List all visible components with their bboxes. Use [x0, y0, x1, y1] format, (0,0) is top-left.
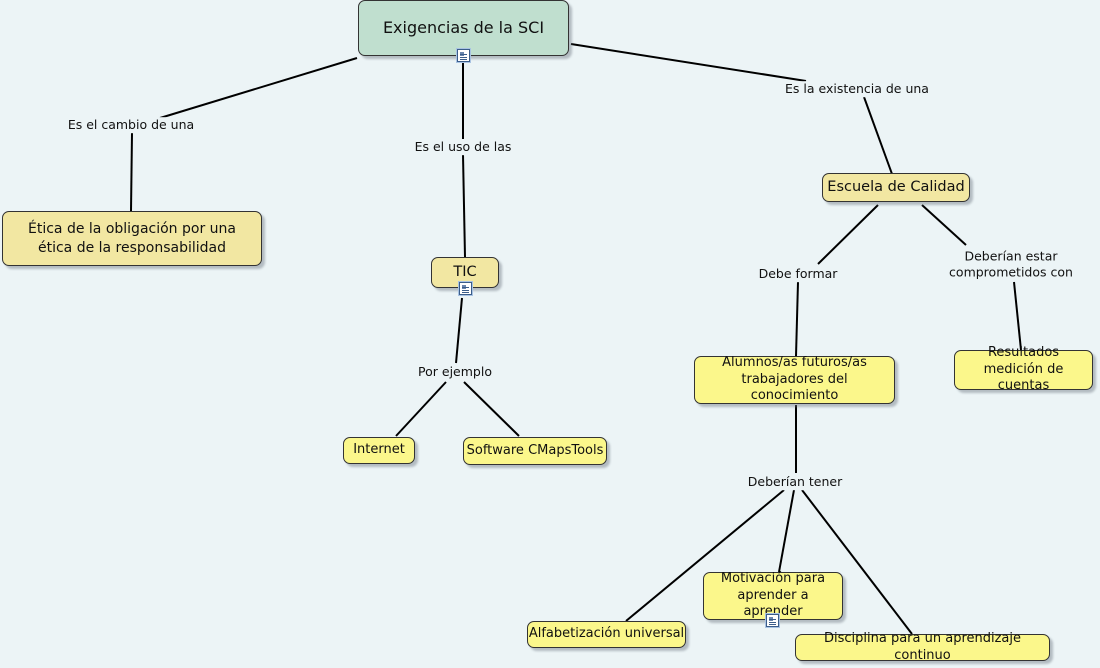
- concept-disciplina-label: Disciplina para un aprendizaje continuo: [823, 630, 1022, 663]
- concept-alfabetizacion-label: Alfabetización universal: [528, 626, 685, 642]
- concept-alfabetizacion[interactable]: Alfabetización universal: [527, 621, 686, 648]
- link-label-tener: Deberían tener: [745, 474, 845, 490]
- concept-escuela[interactable]: Escuela de Calidad: [822, 173, 970, 202]
- link-label-formar: Debe formar: [756, 266, 840, 282]
- concept-alumnos-label: Alumnos/as futuros/as trabajadores del c…: [722, 354, 867, 404]
- document-resource-icon[interactable]: [457, 49, 470, 62]
- concept-alumnos[interactable]: Alumnos/as futuros/as trabajadores del c…: [694, 354, 895, 404]
- concept-resultados-label: Resultados medición de cuentas: [983, 344, 1064, 394]
- concept-cmaps-label: Software CMapsTools: [466, 442, 604, 458]
- concept-motivacion-label: Motivación para aprender a aprender: [720, 570, 826, 620]
- link-label-cambio: Es el cambio de una: [65, 117, 197, 133]
- concept-motivacion[interactable]: Motivación para aprender a aprender: [703, 570, 843, 620]
- concept-disciplina[interactable]: Disciplina para un aprendizaje continuo: [795, 631, 1050, 663]
- link-label-uso: Es el uso de las: [412, 139, 514, 155]
- concept-resultados[interactable]: Resultados medición de cuentas: [954, 345, 1093, 393]
- concept-etica-label: Ética de la obligación por una ética de …: [28, 221, 236, 256]
- concept-root-label: Exigencias de la SCI: [382, 17, 545, 37]
- link-label-comprometidos: Deberían estar comprometidos con: [946, 248, 1076, 280]
- concept-internet[interactable]: Internet: [343, 437, 415, 464]
- concept-root[interactable]: Exigencias de la SCI: [358, 0, 569, 56]
- concept-escuela-label: Escuela de Calidad: [827, 179, 965, 196]
- link-label-ejemplo: Por ejemplo: [416, 364, 494, 380]
- link-label-comprometidos-text: Deberían estar comprometidos con: [949, 248, 1073, 279]
- concept-internet-label: Internet: [353, 442, 405, 458]
- concept-cmaps[interactable]: Software CMapsTools: [463, 437, 607, 465]
- document-resource-icon[interactable]: [459, 282, 472, 295]
- concept-etica[interactable]: Ética de la obligación por una ética de …: [2, 211, 262, 266]
- link-label-existencia: Es la existencia de una: [783, 81, 931, 97]
- concept-tic-label: TIC: [453, 264, 477, 281]
- document-resource-icon[interactable]: [766, 614, 779, 627]
